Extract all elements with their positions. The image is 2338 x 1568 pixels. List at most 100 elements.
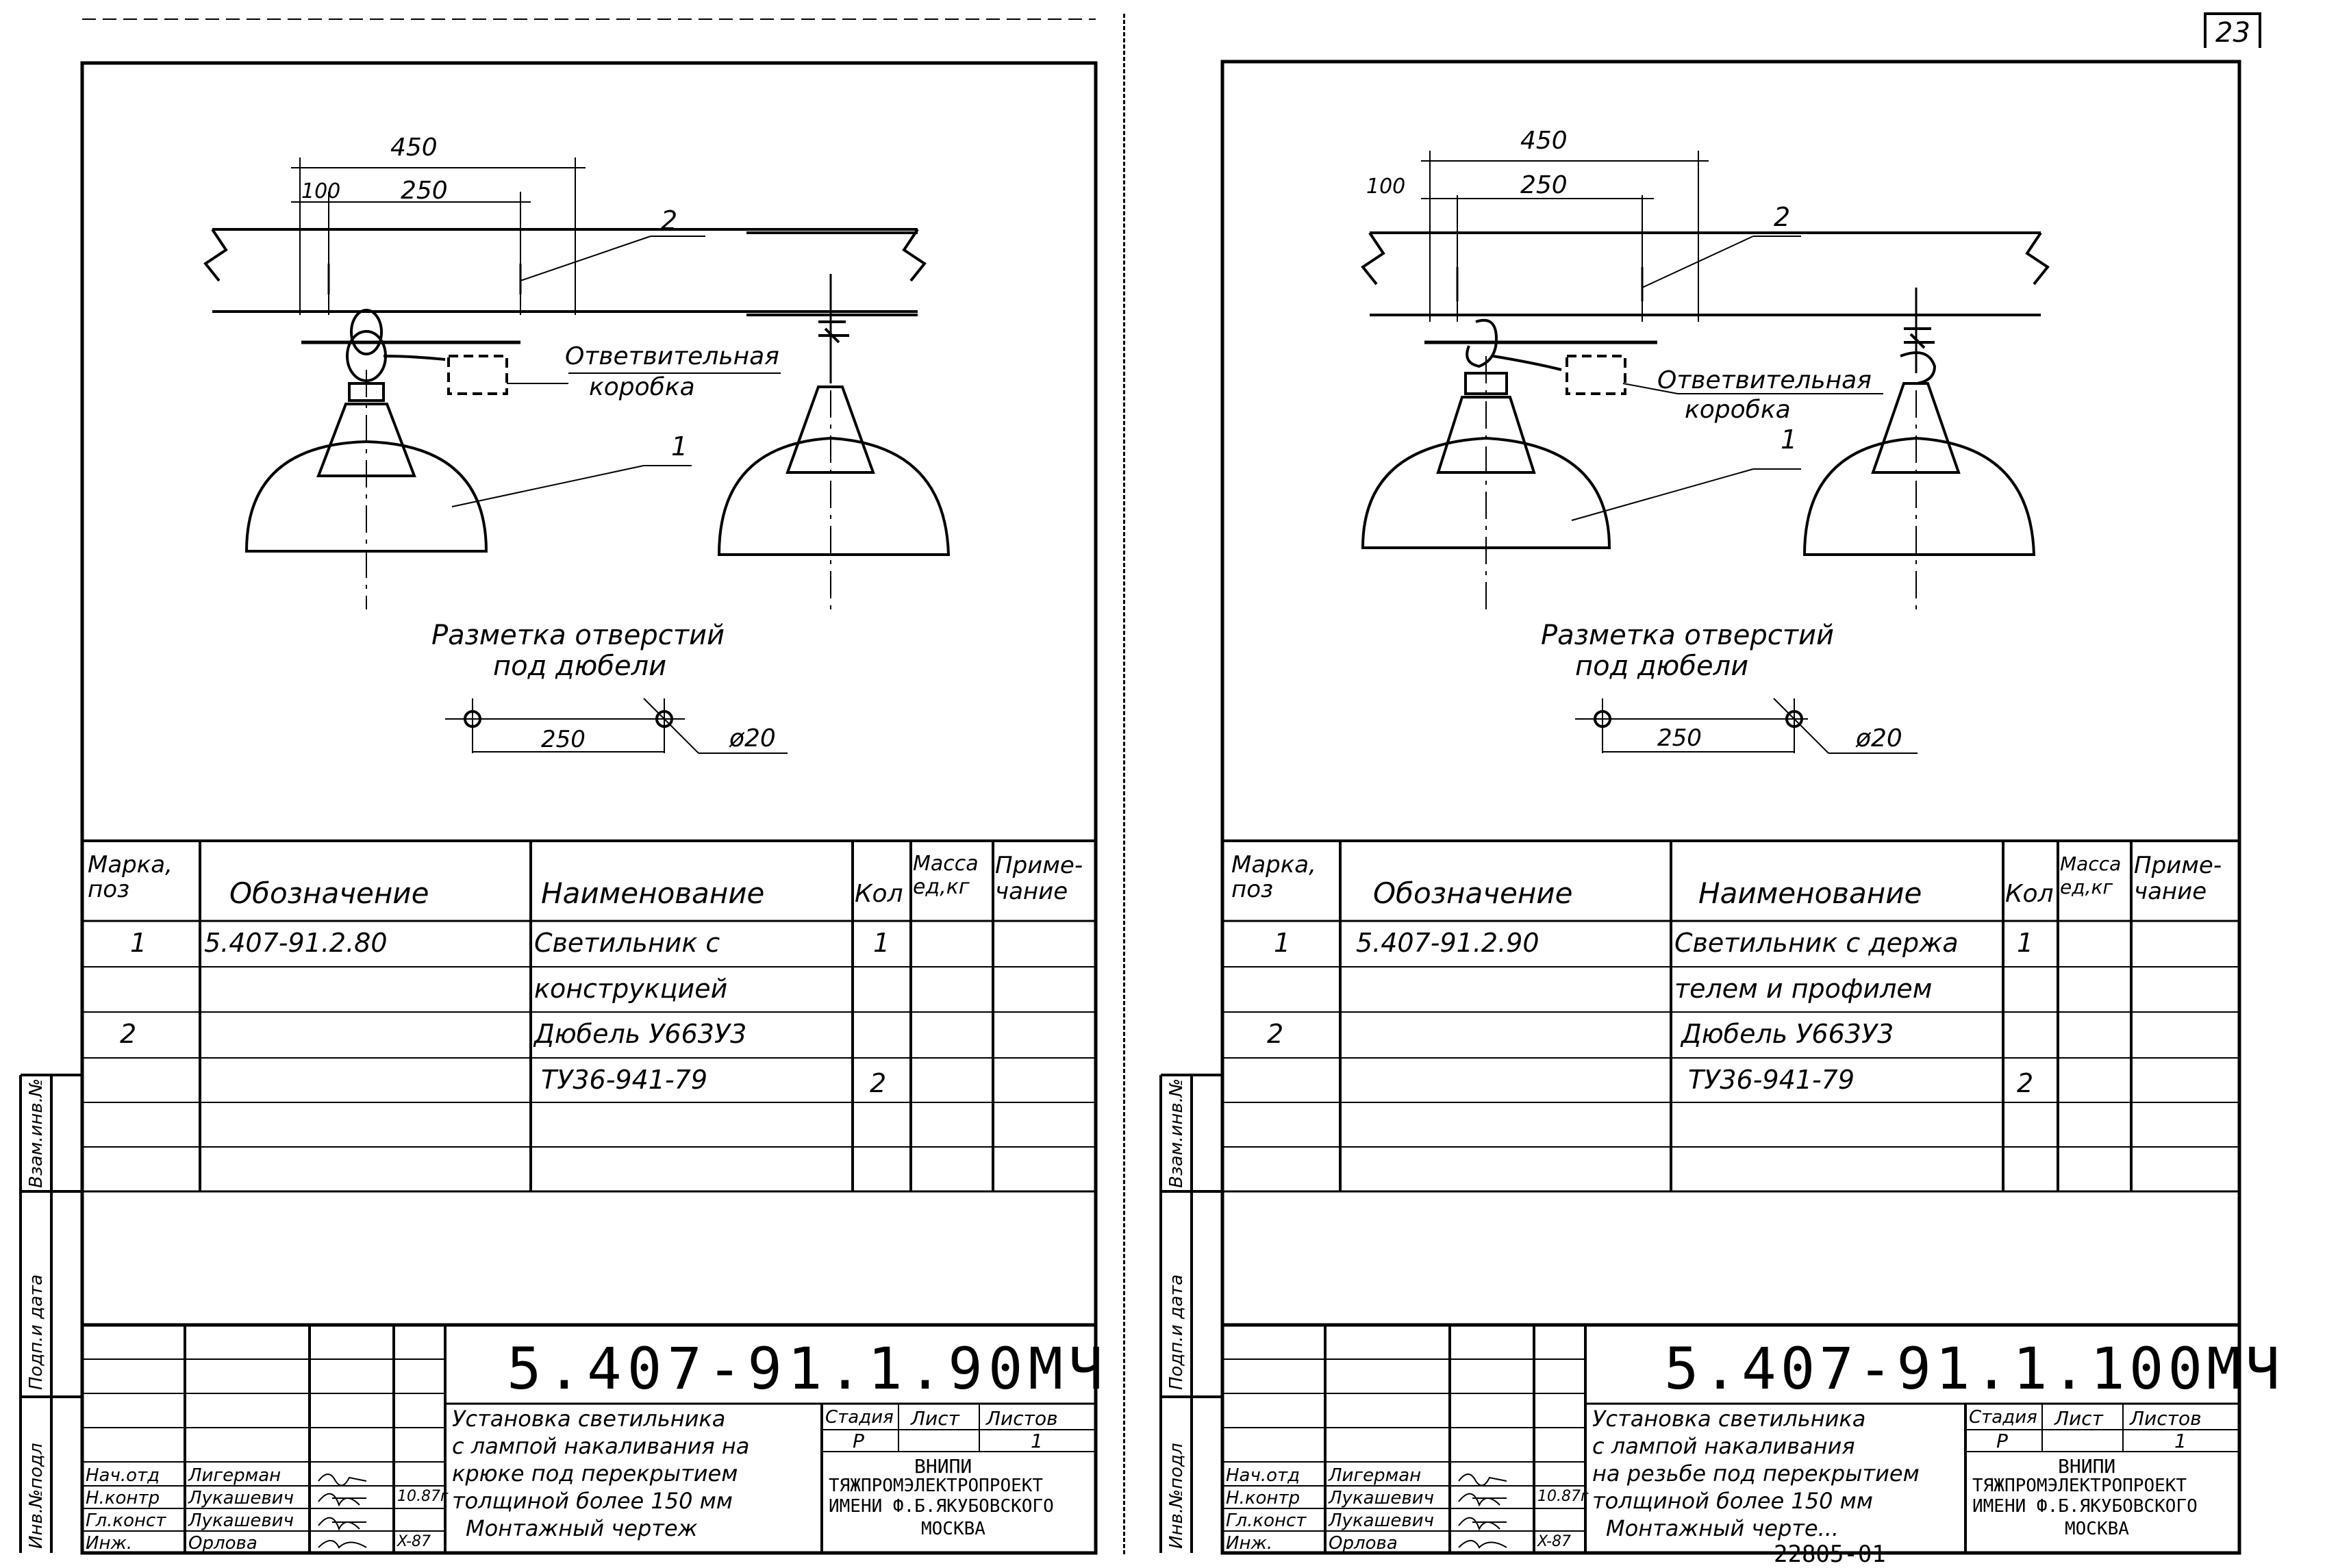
spec-row-3-name: Дюбель У663У3 <box>534 1019 747 1049</box>
dim-spacing: 250 <box>401 177 448 205</box>
name-2: Лукашевич <box>188 1488 294 1508</box>
spec-header-qty: Кол <box>855 880 903 908</box>
sheet-left: 450 100 250 2 Ответвительная коробка 1 Р… <box>0 0 1164 1567</box>
title-line-2: с лампой накаливания <box>1592 1433 1855 1459</box>
spec-row-2-name: телем и профилем <box>1674 974 1933 1004</box>
name-3: Лукашевич <box>1329 1510 1434 1531</box>
spec-row-4-name: ТУ36-941-79 <box>541 1065 708 1095</box>
sheet-right: 23 450 100 250 2 Ответвительная коробка … <box>1151 0 2315 1567</box>
spec-header-designation: Обозначение <box>1373 876 1573 910</box>
spec-header-mark: Марка, поз <box>88 851 173 903</box>
stage-value: Р <box>1996 1430 2008 1452</box>
role-3: Гл.конст <box>86 1510 166 1531</box>
org-line-3: ИМЕНИ Ф.Б.ЯКУБОВСКОГО <box>1972 1496 2198 1517</box>
side-label-sign: Подп.и дата <box>26 1274 47 1390</box>
spec-row-1-mark: 1 <box>130 928 147 958</box>
callout-lamp: 1 <box>671 431 688 461</box>
marking-title-1: Разметка отверстий <box>431 620 725 651</box>
role-3: Гл.конст <box>1226 1510 1307 1531</box>
role-4: Инж. <box>1226 1533 1273 1554</box>
spec-row-1-qty: 1 <box>2017 928 2034 958</box>
dim-total: 450 <box>390 134 438 162</box>
dim-spacing: 250 <box>1520 171 1568 199</box>
sheets-total: 1 <box>1031 1430 1043 1452</box>
spec-row-1-name: Светильник с держа <box>1674 928 1959 958</box>
signatures <box>318 1474 367 1549</box>
marking-title-2: под дюбели <box>493 650 667 682</box>
date-2: 10.87г <box>1537 1488 1589 1505</box>
title-line-4: толщиной более 150 мм <box>452 1488 733 1514</box>
spec-row-3-mark: 2 <box>1267 1019 1284 1049</box>
name-1: Лигерман <box>1329 1465 1422 1486</box>
role-2: Н.контр <box>1226 1488 1300 1508</box>
archive-number: 22805-01 <box>1774 1541 1886 1568</box>
date-4: X-87 <box>1537 1533 1571 1550</box>
stage-label: Стадия <box>825 1407 894 1428</box>
spec-header-mass: Масса ед,кг <box>2060 852 2122 898</box>
org-line-2: ТЯЖПРОМЭЛЕКТРОПРОЕКТ <box>829 1476 1044 1496</box>
side-label-replace: Взам.инв.№ <box>26 1078 47 1188</box>
org-line-1: ВНИПИ <box>2058 1455 2116 1478</box>
sheet-left-linework <box>19 18 1098 1555</box>
role-1: Нач.отд <box>1226 1465 1300 1486</box>
spec-row-1-designation: 5.407-91.2.90 <box>1356 928 1539 958</box>
org-line-4: МОСКВА <box>2065 1519 2129 1539</box>
side-label-replace: Взам.инв.№ <box>1166 1078 1187 1188</box>
page-number: 23 <box>2215 17 2250 49</box>
spec-row-1-qty: 1 <box>873 928 890 958</box>
spec-row-3-name: Дюбель У663У3 <box>1681 1019 1894 1049</box>
marking-dim: 250 <box>1657 724 1702 752</box>
spec-row-1-designation: 5.407-91.2.80 <box>204 928 388 958</box>
stage-label: Стадия <box>1969 1407 2037 1428</box>
role-2: Н.контр <box>86 1488 160 1508</box>
name-2: Лукашевич <box>1329 1488 1434 1508</box>
name-1: Лигерман <box>188 1465 281 1486</box>
org-line-2: ТЯЖПРОМЭЛЕКТРОПРОЕКТ <box>1972 1476 2187 1496</box>
dim-offset: 100 <box>301 179 341 203</box>
hole-diameter: ø20 <box>1856 724 1902 753</box>
side-label-sign: Подп.и дата <box>1166 1274 1187 1390</box>
sheets-label: Листов <box>2130 1407 2202 1430</box>
spec-header-note: Приме- чание <box>2134 852 2222 905</box>
spec-row-2-name: конструкцией <box>534 974 728 1004</box>
spec-row-4-qty: 2 <box>870 1068 887 1098</box>
sheet-divider <box>1123 14 1125 1554</box>
title-line-1: Установка светильника <box>452 1406 726 1432</box>
sheets-label: Листов <box>986 1407 1058 1430</box>
side-label-inv: Инв.№подл <box>26 1443 47 1549</box>
marking-title-1: Разметка отверстий <box>1541 620 1835 651</box>
org-line-3: ИМЕНИ Ф.Б.ЯКУБОВСКОГО <box>829 1496 1054 1517</box>
sheets-total: 1 <box>2174 1430 2187 1452</box>
junction-box-label-2: коробка <box>589 373 695 401</box>
callout-lamp: 1 <box>1781 425 1798 455</box>
name-4: Орлова <box>1329 1533 1398 1554</box>
role-1: Нач.отд <box>86 1465 160 1486</box>
callout-dowel: 2 <box>661 205 678 236</box>
spec-row-3-mark: 2 <box>120 1019 137 1049</box>
name-3: Лукашевич <box>188 1510 294 1531</box>
sheet-label: Лист <box>2054 1407 2103 1430</box>
callout-dowel: 2 <box>1774 202 1791 232</box>
spec-header-note: Приме- чание <box>995 852 1083 905</box>
spec-header-name: Наименование <box>541 876 765 910</box>
title-line-5: Монтажный чертеж <box>466 1515 698 1541</box>
hole-diameter: ø20 <box>729 724 776 753</box>
junction-box-label-1: Ответвительная <box>565 342 779 370</box>
spec-header-designation: Обозначение <box>229 876 429 910</box>
title-line-4: толщиной более 150 мм <box>1592 1488 1873 1514</box>
role-4: Инж. <box>86 1533 133 1554</box>
dim-offset: 100 <box>1366 175 1406 199</box>
title-line-5: Монтажный черте... <box>1606 1515 1839 1541</box>
title-line-3: на резьбе под перекрытием <box>1592 1460 1920 1487</box>
title-line-3: крюке под перекрытием <box>452 1460 738 1487</box>
spec-row-1-mark: 1 <box>1274 928 1291 958</box>
spec-header-mass: Масса ед,кг <box>913 852 979 899</box>
spec-row-1-name: Светильник с <box>534 928 720 958</box>
dim-total: 450 <box>1520 127 1568 155</box>
side-label-inv: Инв.№подл <box>1166 1443 1187 1549</box>
marking-title-2: под дюбели <box>1575 650 1749 682</box>
spec-header-mark: Марка, поз <box>1231 851 1316 903</box>
spec-row-4-name: ТУ36-941-79 <box>1688 1065 1855 1095</box>
spec-header-qty: Кол <box>2005 880 2054 908</box>
date-4: X-87 <box>397 1533 431 1550</box>
